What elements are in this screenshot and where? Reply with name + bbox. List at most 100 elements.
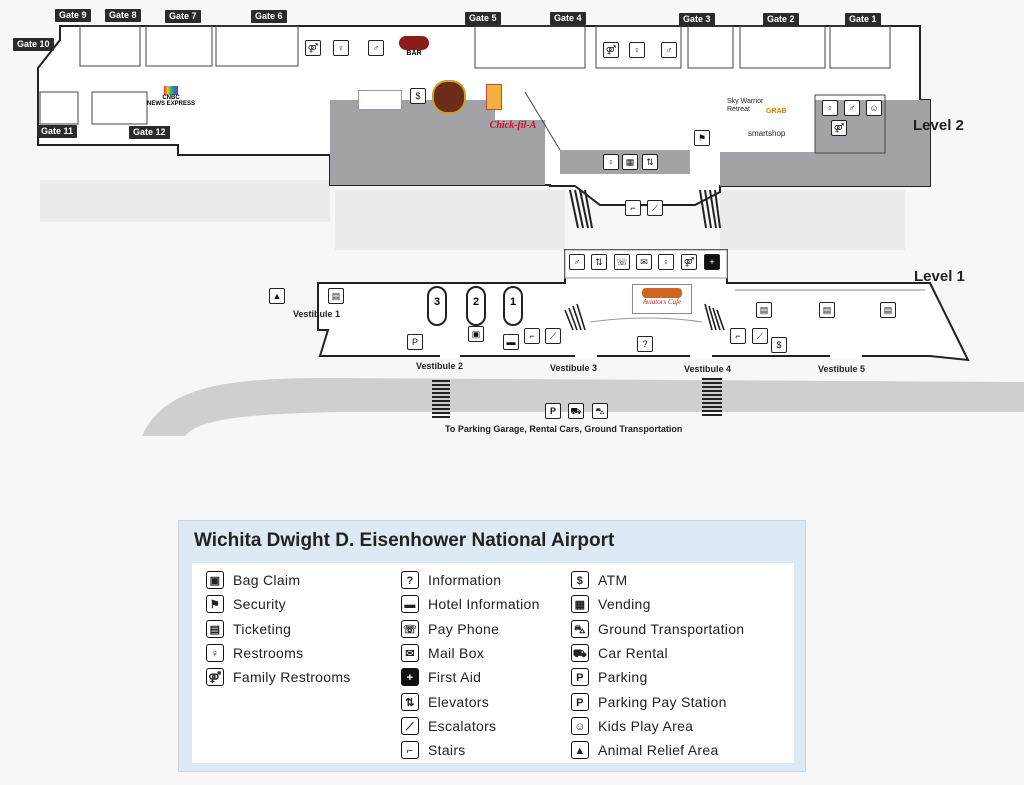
legend-title: Wichita Dwight D. Eisenhower National Ai… bbox=[194, 530, 615, 551]
family-restroom-icon: ⚤ bbox=[603, 42, 619, 58]
legend-item-label: Restrooms bbox=[233, 644, 304, 661]
legend-item: ☏ Pay Phone bbox=[401, 619, 499, 639]
legend-item-label: Parking Pay Station bbox=[598, 693, 727, 710]
elevator-icon: ⇅ bbox=[591, 254, 607, 270]
carousel-1-label: 1 bbox=[510, 296, 516, 308]
escalator-icon: ⟋ bbox=[752, 328, 768, 344]
animal-relief-icon: ▲ bbox=[571, 741, 589, 760]
bag-icon: ▣ bbox=[206, 571, 224, 589]
atm-icon: $ bbox=[571, 571, 589, 589]
level-2-label: Level 2 bbox=[913, 117, 964, 134]
vestibule-2-label: Vestibule 2 bbox=[416, 361, 464, 371]
legend-item-label: Stairs bbox=[428, 742, 466, 759]
phone-icon: ☏ bbox=[614, 254, 630, 270]
legend-item: ⛟Car Rental bbox=[571, 643, 668, 663]
parking-icon: P bbox=[545, 403, 561, 419]
parking-icon: P bbox=[571, 668, 589, 687]
level2-shaded-right bbox=[720, 100, 930, 186]
stairs-icon: ⌐ bbox=[730, 328, 746, 344]
ground-transport-icon: ⛍ bbox=[592, 403, 608, 419]
kids-play-icon: ☺ bbox=[571, 716, 589, 735]
information-icon: ? bbox=[401, 571, 419, 589]
legend-item-label: Elevators bbox=[428, 693, 490, 710]
vestibule-3-label: Vestibule 3 bbox=[550, 363, 598, 373]
gate-11-label: Gate 11 bbox=[37, 125, 78, 138]
stairs-icon: ⌐ bbox=[524, 328, 540, 344]
restroom-icon: ♂ bbox=[569, 254, 585, 270]
sky-warrior-label: Sky Warrior Retreat bbox=[727, 98, 764, 113]
stairs-icon: ⌐ bbox=[401, 741, 419, 760]
escalator-icon: ⟋ bbox=[401, 716, 419, 735]
legend-item: +First Aid bbox=[401, 667, 481, 687]
restroom-icon: ♀ bbox=[333, 40, 349, 56]
gate-8-label: Gate 8 bbox=[105, 9, 141, 22]
stairs-icon: ⌐ bbox=[625, 200, 641, 216]
atm-icon: $ bbox=[410, 88, 426, 104]
legend-item: ▦Vending bbox=[571, 594, 651, 614]
legend-item-label: Family Restrooms bbox=[233, 669, 351, 686]
restroom-icon: ♂ bbox=[661, 42, 677, 58]
gate-6-label: Gate 6 bbox=[251, 10, 287, 23]
legend-item-label: Ticketing bbox=[233, 620, 292, 637]
legend-item: ⚤Family Restrooms bbox=[206, 667, 351, 687]
level-1-label: Level 1 bbox=[914, 268, 965, 285]
escalators-level2 bbox=[569, 189, 721, 229]
legend-item-label: Security bbox=[233, 596, 286, 613]
legend-item-label: Pay Phone bbox=[428, 620, 500, 637]
ticketing-icon: ▤ bbox=[206, 619, 224, 638]
vestibule-5-label: Vestibule 5 bbox=[818, 364, 866, 374]
parking-pay-icon: P bbox=[407, 334, 423, 350]
first-aid-icon: + bbox=[401, 668, 419, 687]
baggage-carousels bbox=[427, 286, 523, 326]
phone-icon: ☏ bbox=[401, 619, 419, 638]
ticketing-icon: ▤ bbox=[880, 302, 896, 318]
security-icon: ⚑ bbox=[694, 130, 710, 146]
background-shade bbox=[40, 180, 330, 222]
legend-item: ⇅Elevators bbox=[401, 692, 489, 712]
legend-box bbox=[192, 563, 794, 763]
ticketing-icon: ▤ bbox=[756, 302, 772, 318]
shop-sign bbox=[358, 90, 402, 110]
chickfila-logo: Chick-fil-A bbox=[489, 120, 537, 131]
legend-item-label: ATM bbox=[598, 572, 628, 588]
gate-10-label: Gate 10 bbox=[13, 38, 54, 51]
crosswalk-left bbox=[432, 380, 450, 418]
gate-7-label: Gate 7 bbox=[165, 10, 201, 23]
bag-icon: ▣ bbox=[468, 326, 484, 342]
carousel-3-label: 3 bbox=[434, 296, 440, 308]
vestibule-4-label: Vestibule 4 bbox=[684, 364, 732, 374]
legend-item-label: Animal Relief Area bbox=[598, 742, 719, 759]
vending-icon: ▦ bbox=[622, 154, 638, 170]
atm-icon: $ bbox=[771, 337, 787, 353]
restroom-icon: ♀ bbox=[629, 42, 645, 58]
legend-item-label: Escalators bbox=[428, 717, 497, 734]
legend-item: $ ATM bbox=[571, 570, 627, 590]
escalators-level1 bbox=[564, 303, 725, 331]
restroom-icon: ♀ bbox=[206, 643, 224, 662]
animal-relief-icon: ▲ bbox=[269, 288, 285, 304]
legend-item-label: Hotel Information bbox=[428, 596, 540, 613]
legend-item: ☺ Kids Play Area bbox=[571, 716, 693, 736]
family-restroom-icon: ⚤ bbox=[831, 120, 847, 136]
legend-item: ⌐ Stairs bbox=[401, 740, 466, 760]
legend-item: ▲ Animal Relief Area bbox=[571, 740, 719, 760]
legend-item: ♀ Restrooms bbox=[206, 643, 303, 663]
escalator-icon: ⟋ bbox=[545, 328, 561, 344]
background-shade bbox=[335, 190, 565, 250]
restaurant-badge-logo bbox=[432, 80, 466, 114]
legend-item-label: Kids Play Area bbox=[598, 717, 694, 734]
kids-play-icon: ☺ bbox=[866, 100, 882, 116]
legend-item: ▤ Ticketing bbox=[206, 619, 291, 639]
parking-directions-note: To Parking Garage, Rental Cars, Ground T… bbox=[445, 424, 683, 434]
gate-4-label: Gate 4 bbox=[550, 12, 586, 25]
legend-item-label: Bag Claim bbox=[233, 572, 301, 588]
smartshop-label: smartshop bbox=[748, 129, 786, 138]
gate-2-label: Gate 2 bbox=[763, 13, 799, 26]
restroom-icon: ♂ bbox=[844, 100, 860, 116]
legend-item-label: Ground Transportation bbox=[598, 620, 745, 637]
hotel-icon: ▬ bbox=[503, 334, 519, 350]
grab-logo: GRAB bbox=[766, 108, 787, 115]
legend-item-label: Mail Box bbox=[428, 644, 485, 661]
gate-5-label: Gate 5 bbox=[465, 12, 501, 25]
